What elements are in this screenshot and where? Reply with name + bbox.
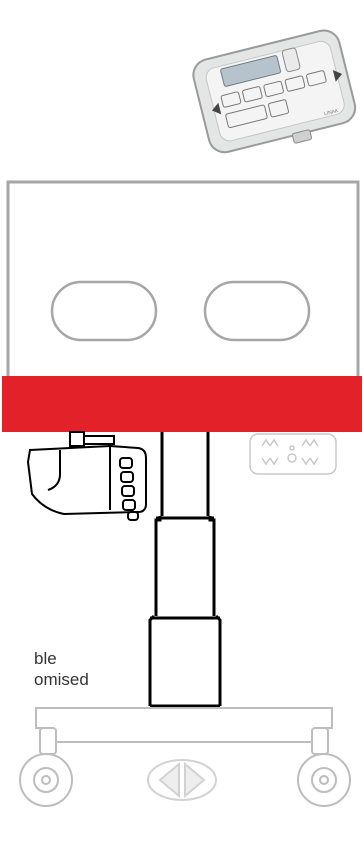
cabinet-frame xyxy=(6,180,360,384)
controller-brand: LINAK xyxy=(324,108,340,117)
lifting-column xyxy=(148,432,222,708)
castor-wheel-right xyxy=(297,753,351,807)
red-band xyxy=(2,376,362,432)
hand-control-icon: LINAK xyxy=(192,29,357,154)
foot-switch-icon xyxy=(249,433,337,475)
base-frame xyxy=(35,707,333,755)
caption-line-2: omised xyxy=(34,670,89,689)
caption-line-1: ble xyxy=(34,649,57,668)
hand-hole-left xyxy=(50,280,158,342)
controller-display xyxy=(220,55,282,87)
castor-wheel-left xyxy=(19,753,73,807)
control-box-icon xyxy=(26,431,147,521)
controller-cable-port xyxy=(291,129,313,144)
base-pedal-icon xyxy=(147,759,217,801)
hand-hole-right xyxy=(203,280,311,342)
